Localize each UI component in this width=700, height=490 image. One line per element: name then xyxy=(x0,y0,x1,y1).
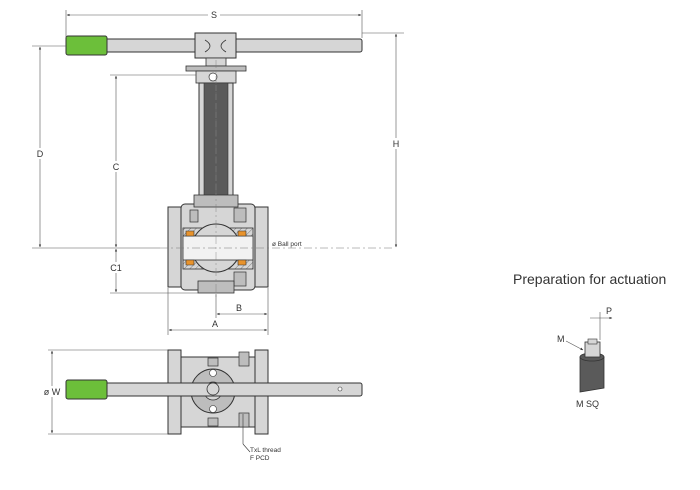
actuation-title: Preparation for actuation xyxy=(513,271,666,287)
dimension-c1: C1 xyxy=(106,248,198,294)
label-a: A xyxy=(212,319,218,329)
handle-bar xyxy=(65,32,363,59)
label-pcd: F PCD xyxy=(250,455,270,462)
dimension-c: C xyxy=(110,74,196,248)
label-msq: M SQ xyxy=(576,399,599,409)
actuation-section: Preparation for actuation P M M SQ xyxy=(513,271,666,409)
dimension-d: D xyxy=(32,45,160,249)
stem-end-detail xyxy=(579,338,605,393)
label-w: ø W xyxy=(44,387,61,397)
dimension-a: A xyxy=(167,288,268,335)
top-view: ø W TxL thread F PCD xyxy=(42,349,363,462)
label-m: M xyxy=(557,334,565,344)
dimension-w: ø W xyxy=(42,349,168,435)
handle-hub xyxy=(194,32,237,59)
handle-grip xyxy=(65,35,108,56)
label-p: P xyxy=(606,306,612,316)
label-ball-port: ø Ball port xyxy=(272,241,302,248)
label-s: S xyxy=(211,10,217,20)
label-c: C xyxy=(113,162,120,172)
label-b: B xyxy=(236,303,242,313)
dimension-s: S xyxy=(65,9,363,38)
right-flange xyxy=(254,206,269,288)
label-d: D xyxy=(37,149,44,159)
label-thread: TxL thread xyxy=(250,447,281,454)
handle-grip-plan xyxy=(65,379,108,400)
left-flange xyxy=(167,206,182,288)
front-view: S D C C1 H xyxy=(32,9,404,335)
label-c1: C1 xyxy=(110,263,122,273)
dimension-h: H xyxy=(362,32,404,248)
dimension-b: B xyxy=(215,288,269,335)
label-h: H xyxy=(393,139,400,149)
valve-body xyxy=(160,60,395,300)
